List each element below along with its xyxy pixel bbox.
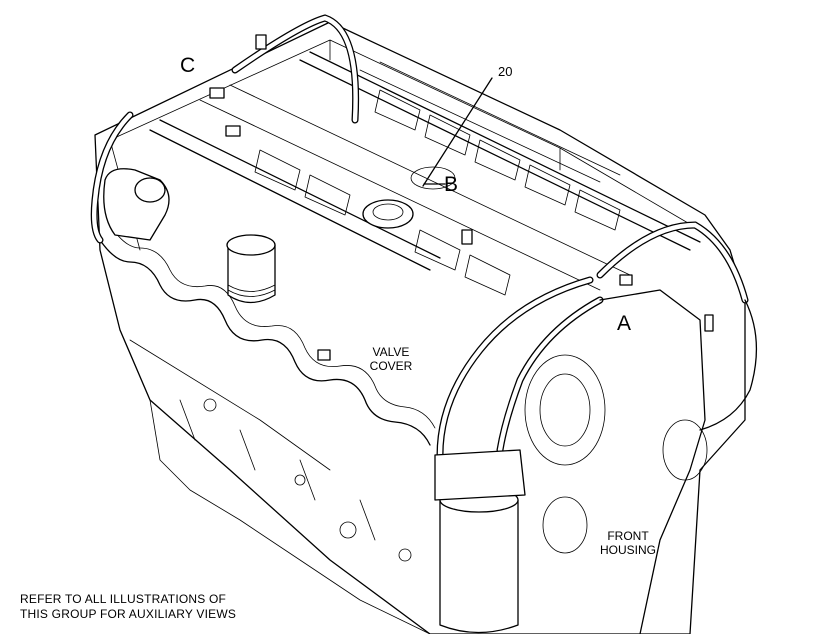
b-port	[410, 166, 456, 190]
valve-cover-text: VALVE COVER	[369, 345, 413, 373]
auxiliary-views-note: REFER TO ALL ILLUSTRATIONS OF THIS GROUP…	[20, 592, 236, 622]
auxiliary-views-note-text: REFER TO ALL ILLUSTRATIONS OF THIS GROUP…	[20, 592, 237, 621]
lower-block-details	[119, 329, 431, 635]
front-housing-port	[542, 496, 588, 554]
rail-3	[199, 84, 631, 291]
callout-20: 20	[498, 64, 513, 79]
front-housing-label: FRONT HOUSING	[590, 529, 666, 557]
rail-4	[359, 61, 621, 183]
front-housing-gear-1	[524, 354, 606, 466]
view-label-c: C	[180, 54, 196, 77]
fuel-filter-canister	[439, 499, 519, 634]
valve-cover-left-edge	[99, 239, 431, 446]
fittings	[209, 34, 714, 361]
front-housing-gear-2	[539, 373, 591, 447]
oil-filter-rings	[227, 284, 276, 297]
oil-filter-cap	[227, 244, 276, 304]
fuel-filter-head	[434, 449, 526, 501]
breather-port-inner	[372, 203, 404, 221]
top-hoses	[90, 14, 749, 459]
valve-cover-inner-edge	[109, 224, 436, 429]
valve-cover-label: VALVE COVER	[358, 345, 424, 373]
breather-port	[362, 199, 414, 229]
view-label-b: B	[444, 173, 459, 196]
rail-1	[149, 119, 441, 271]
callout-leader-20	[422, 77, 493, 187]
view-label-a: A	[617, 312, 632, 335]
front-housing-text: FRONT HOUSING	[599, 529, 656, 557]
head-blocks	[254, 89, 621, 296]
left-elbow-pipe	[103, 168, 170, 241]
side-hose-right	[699, 299, 758, 431]
front-housing-gear-3	[662, 419, 708, 481]
front-housing	[599, 289, 706, 635]
elbow-opening	[134, 177, 166, 203]
rail-2	[299, 51, 701, 251]
oil-filter-top	[226, 234, 276, 256]
